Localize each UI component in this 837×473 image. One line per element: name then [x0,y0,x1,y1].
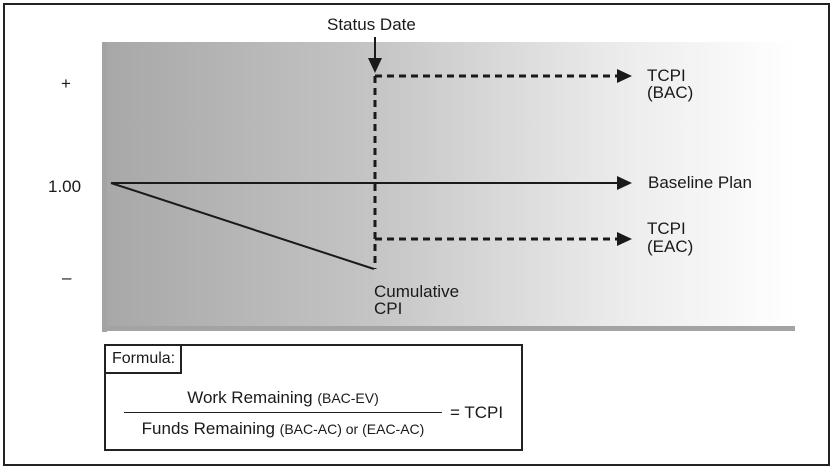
cumulative-cpi-line [110,182,375,270]
denominator-paren: (BAC-AC) or (EAC-AC) [279,421,425,437]
formula-denominator: Funds Remaining (BAC-AC) or (EAC-AC) [124,419,442,439]
fraction-bar [124,412,442,413]
tcpi-bac-arrowhead [617,69,632,83]
y-minus-label: – [62,268,72,287]
baseline-plan-arrowhead [617,176,632,190]
numerator-text: Work Remaining [187,388,313,407]
y-axis [102,42,107,332]
formula-numerator: Work Remaining (BAC-EV) [124,388,442,408]
formula-result: = TCPI [450,403,504,422]
tcpi-eac-label-1: TCPI [647,219,686,238]
formula-box: Formula: Work Remaining (BAC-EV) Funds R… [104,344,523,451]
x-axis [102,326,795,331]
cumulative-cpi-label-2: CPI [374,299,403,318]
y-plus-label: + [61,74,71,93]
numerator-paren: (BAC-EV) [317,390,379,406]
tcpi-eac-label-2: (EAC) [647,237,694,256]
tcpi-eac-arrowhead [617,232,632,246]
diagram-frame [3,3,830,466]
y-one-label: 1.00 [48,177,82,196]
status-date-arrowhead [368,58,382,73]
tcpi-bac-label-1: TCPI [647,66,686,85]
status-date-label: Status Date [327,15,416,34]
tcpi-bac-label-2: (BAC) [647,83,694,102]
cumulative-cpi-label-1: Cumulative [374,282,460,301]
baseline-plan-label: Baseline Plan [648,173,752,192]
denominator-text: Funds Remaining [141,419,275,438]
plot-area [107,42,795,327]
formula-tag: Formula: [106,346,183,374]
